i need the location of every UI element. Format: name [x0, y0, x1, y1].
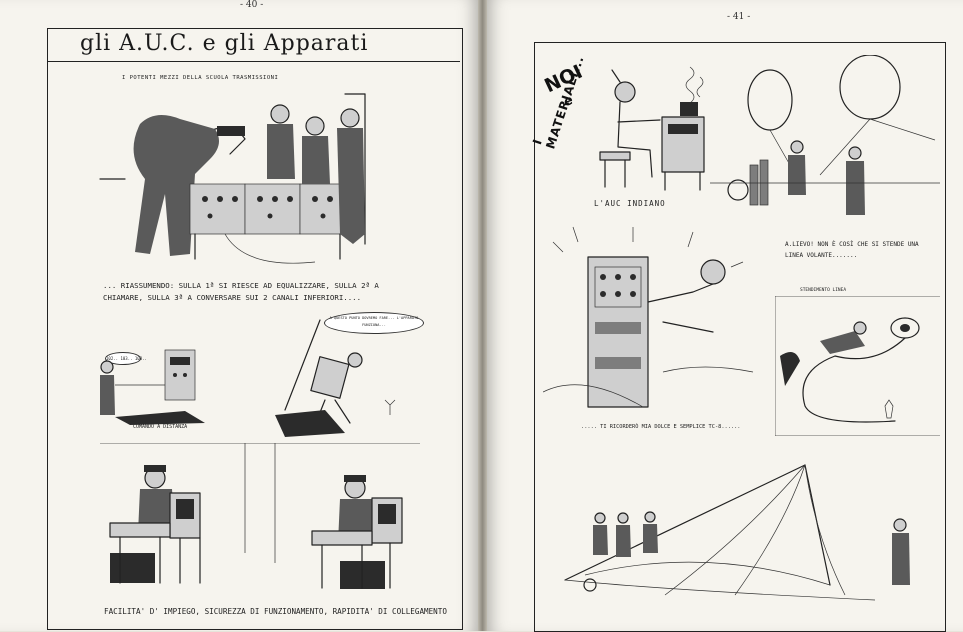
book-gutter [478, 0, 487, 631]
page-number-left: - 40 - [240, 0, 264, 10]
header-caption: I POTENTI MEZZI DELLA SCUOLA TRASMISSION… [122, 75, 279, 81]
right-page [487, 0, 963, 631]
facilita-caption: FACILITA' D' IMPIEGO, SICUREZZA DI FUNZI… [104, 607, 447, 616]
alievo-caption: A.LIEVO! NON È COSÌ CHE SI STENDE UNA LI… [785, 241, 919, 259]
page-number-right: - 41 - [727, 12, 751, 22]
speech-bubble-right: A QUESTO PUNTO DOVREMO FARE... L'APPARAT… [324, 312, 424, 334]
cartoon-cable-laying-illustration [775, 296, 940, 436]
auc-indiano-caption: L'AUC INDIANO [594, 199, 666, 208]
cartoon-operators-illustration [100, 443, 420, 589]
cartoon-balloon-illustration [710, 55, 940, 215]
tiricordero-caption: ..... TI RICORDERÒ MIA DOLCE E SEMPLICE … [581, 424, 741, 430]
cartoon-soldiers-radio-illustration [99, 93, 366, 264]
cartoon-indian-operator-illustration [599, 66, 705, 191]
title-divider [48, 61, 460, 62]
comando-caption: COMANDO A DISTANZA [133, 424, 188, 430]
stendimento-caption: STENDIMENTO LINEA [800, 288, 847, 293]
riassumendo-caption: ... RIASSUMENDO: SULLA 1ª SI RIESCE AD E… [103, 281, 379, 302]
page-title: gli A.U.C. e gli Apparati [80, 31, 369, 56]
cartoon-antenna-robot-illustration [275, 319, 396, 437]
cartoon-remote-control-illustration [100, 349, 205, 425]
cartoon-radio-apparatus-illustration [543, 226, 754, 408]
speech-bubble-left: 102.. 103.. 103.. [105, 352, 147, 365]
cartoon-antenna-mast-illustration [564, 464, 910, 601]
left-page-frame [47, 28, 463, 630]
